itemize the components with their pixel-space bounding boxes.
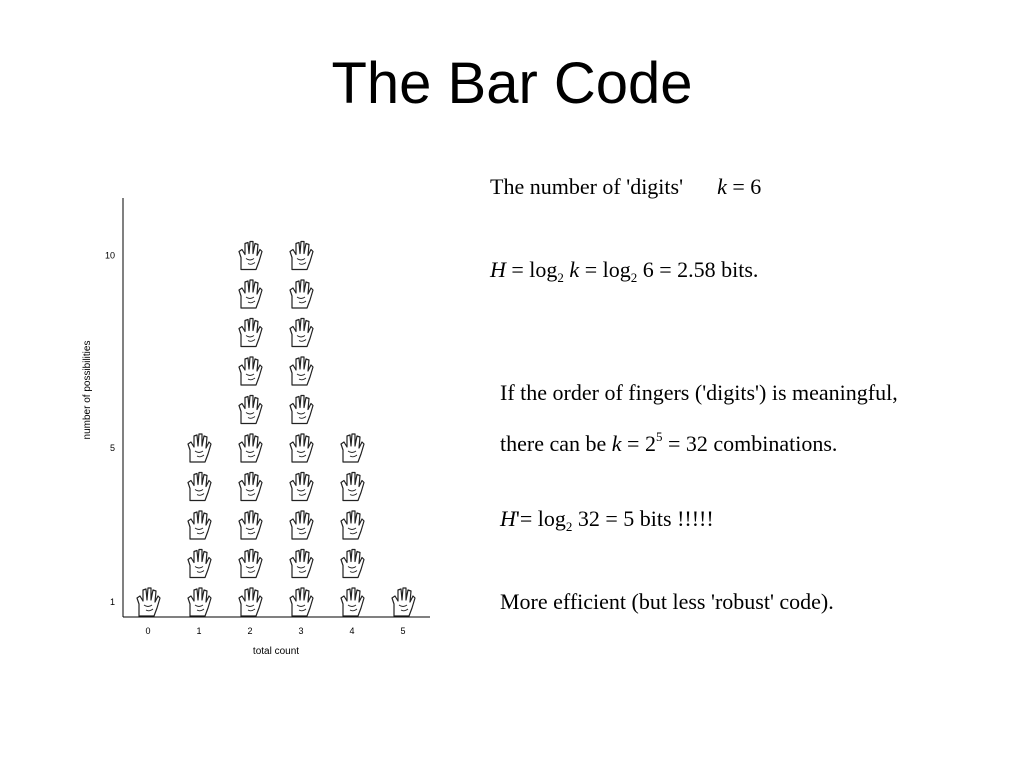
hand-icon <box>238 548 263 579</box>
hand-icon <box>238 510 263 540</box>
order-line2-prefix: there can be <box>500 431 607 456</box>
x-tick-label: 4 <box>349 626 354 636</box>
y-tick-label: 1 <box>110 597 115 607</box>
x-tick-label: 1 <box>196 626 201 636</box>
hand-icon <box>187 510 212 540</box>
digits-count-equation: The number of 'digits' k = 6 <box>490 173 761 201</box>
x-tick-label: 3 <box>298 626 303 636</box>
hand-icon <box>340 548 365 579</box>
hand-icon <box>289 587 314 617</box>
entropy-log1-base: 2 <box>557 270 564 285</box>
chart-ticks: 0 1 2 3 4 5 1 5 10 <box>105 251 406 637</box>
entropy-h-var: H <box>490 257 506 282</box>
hprime-equation: H'= log2 32 = 5 bits !!!!! <box>500 505 714 541</box>
order-combinations: = 32 combinations. <box>667 431 838 456</box>
hand-icon <box>340 433 365 463</box>
hand-icon <box>238 587 263 617</box>
hand-icon <box>289 471 314 502</box>
order-statement-line1: If the order of fingers ('digits') is me… <box>500 379 898 407</box>
digits-k-var: k <box>717 174 727 199</box>
hand-icon <box>238 279 263 309</box>
digits-k-value: = 6 <box>732 174 762 199</box>
hand-icon <box>187 548 212 579</box>
entropy-k-var: k <box>569 257 580 282</box>
x-tick-label: 0 <box>145 626 150 636</box>
hprime-log-base: 2 <box>565 519 573 534</box>
order-k-var: k <box>611 431 622 456</box>
hand-icon <box>391 587 416 617</box>
x-tick-label: 2 <box>247 626 252 636</box>
hand-icon <box>238 356 263 386</box>
entropy-log1: = log <box>511 257 558 282</box>
entropy-result: 6 = 2.58 bits. <box>642 257 759 282</box>
order-statement-text: If the order of fingers ('digits') is me… <box>500 380 898 405</box>
hand-icon <box>289 279 314 309</box>
hand-icon <box>340 471 365 502</box>
hand-icon <box>187 433 212 463</box>
hand-icon <box>289 548 314 579</box>
y-tick-label: 5 <box>110 443 115 453</box>
efficiency-note: More efficient (but less 'robust' code). <box>500 588 834 616</box>
order-exponent: 5 <box>655 429 663 444</box>
x-tick-label: 5 <box>400 626 405 636</box>
hand-count-chart: 0 1 2 3 4 5 1 5 10 total count number of possibi… <box>82 198 430 657</box>
chart-marks <box>136 240 416 617</box>
order-statement-line2: there can be k = 25 = 32 combinations. <box>500 423 837 458</box>
hand-icon <box>289 356 314 386</box>
entropy-equation: H = log2 k = log2 6 = 2.58 bits. <box>490 256 758 292</box>
y-axis-label: number of possibilities <box>82 341 93 440</box>
hand-icon <box>187 471 212 502</box>
hand-icon <box>238 240 263 271</box>
entropy-log2-base: 2 <box>630 270 638 285</box>
hand-icon <box>238 317 263 348</box>
efficiency-text: More efficient (but less 'robust' code). <box>500 589 834 614</box>
entropy-log2: = log <box>584 257 631 282</box>
hand-icon <box>289 433 314 463</box>
hand-icon <box>289 317 314 348</box>
hand-icon <box>238 433 263 463</box>
hand-icon <box>136 587 161 617</box>
hprime-result: 32 = 5 bits !!!!! <box>577 506 714 531</box>
order-power: = 2 <box>627 431 656 456</box>
hand-icon <box>340 510 365 540</box>
hand-icon <box>340 587 365 617</box>
hand-icon <box>289 394 314 425</box>
chart-axes <box>122 198 430 618</box>
hand-icon <box>289 510 314 540</box>
hand-icon <box>187 587 212 617</box>
hand-icon <box>238 471 263 502</box>
hprime-log: '= log <box>515 506 566 531</box>
slide-title: The Bar Code <box>331 51 693 116</box>
hand-icon <box>238 394 263 425</box>
hand-icon <box>289 240 314 271</box>
x-axis-label: total count <box>253 646 299 657</box>
hprime-h-var: H <box>500 506 516 531</box>
digits-count-label: The number of 'digits' <box>490 174 684 199</box>
y-tick-label: 10 <box>105 251 115 261</box>
